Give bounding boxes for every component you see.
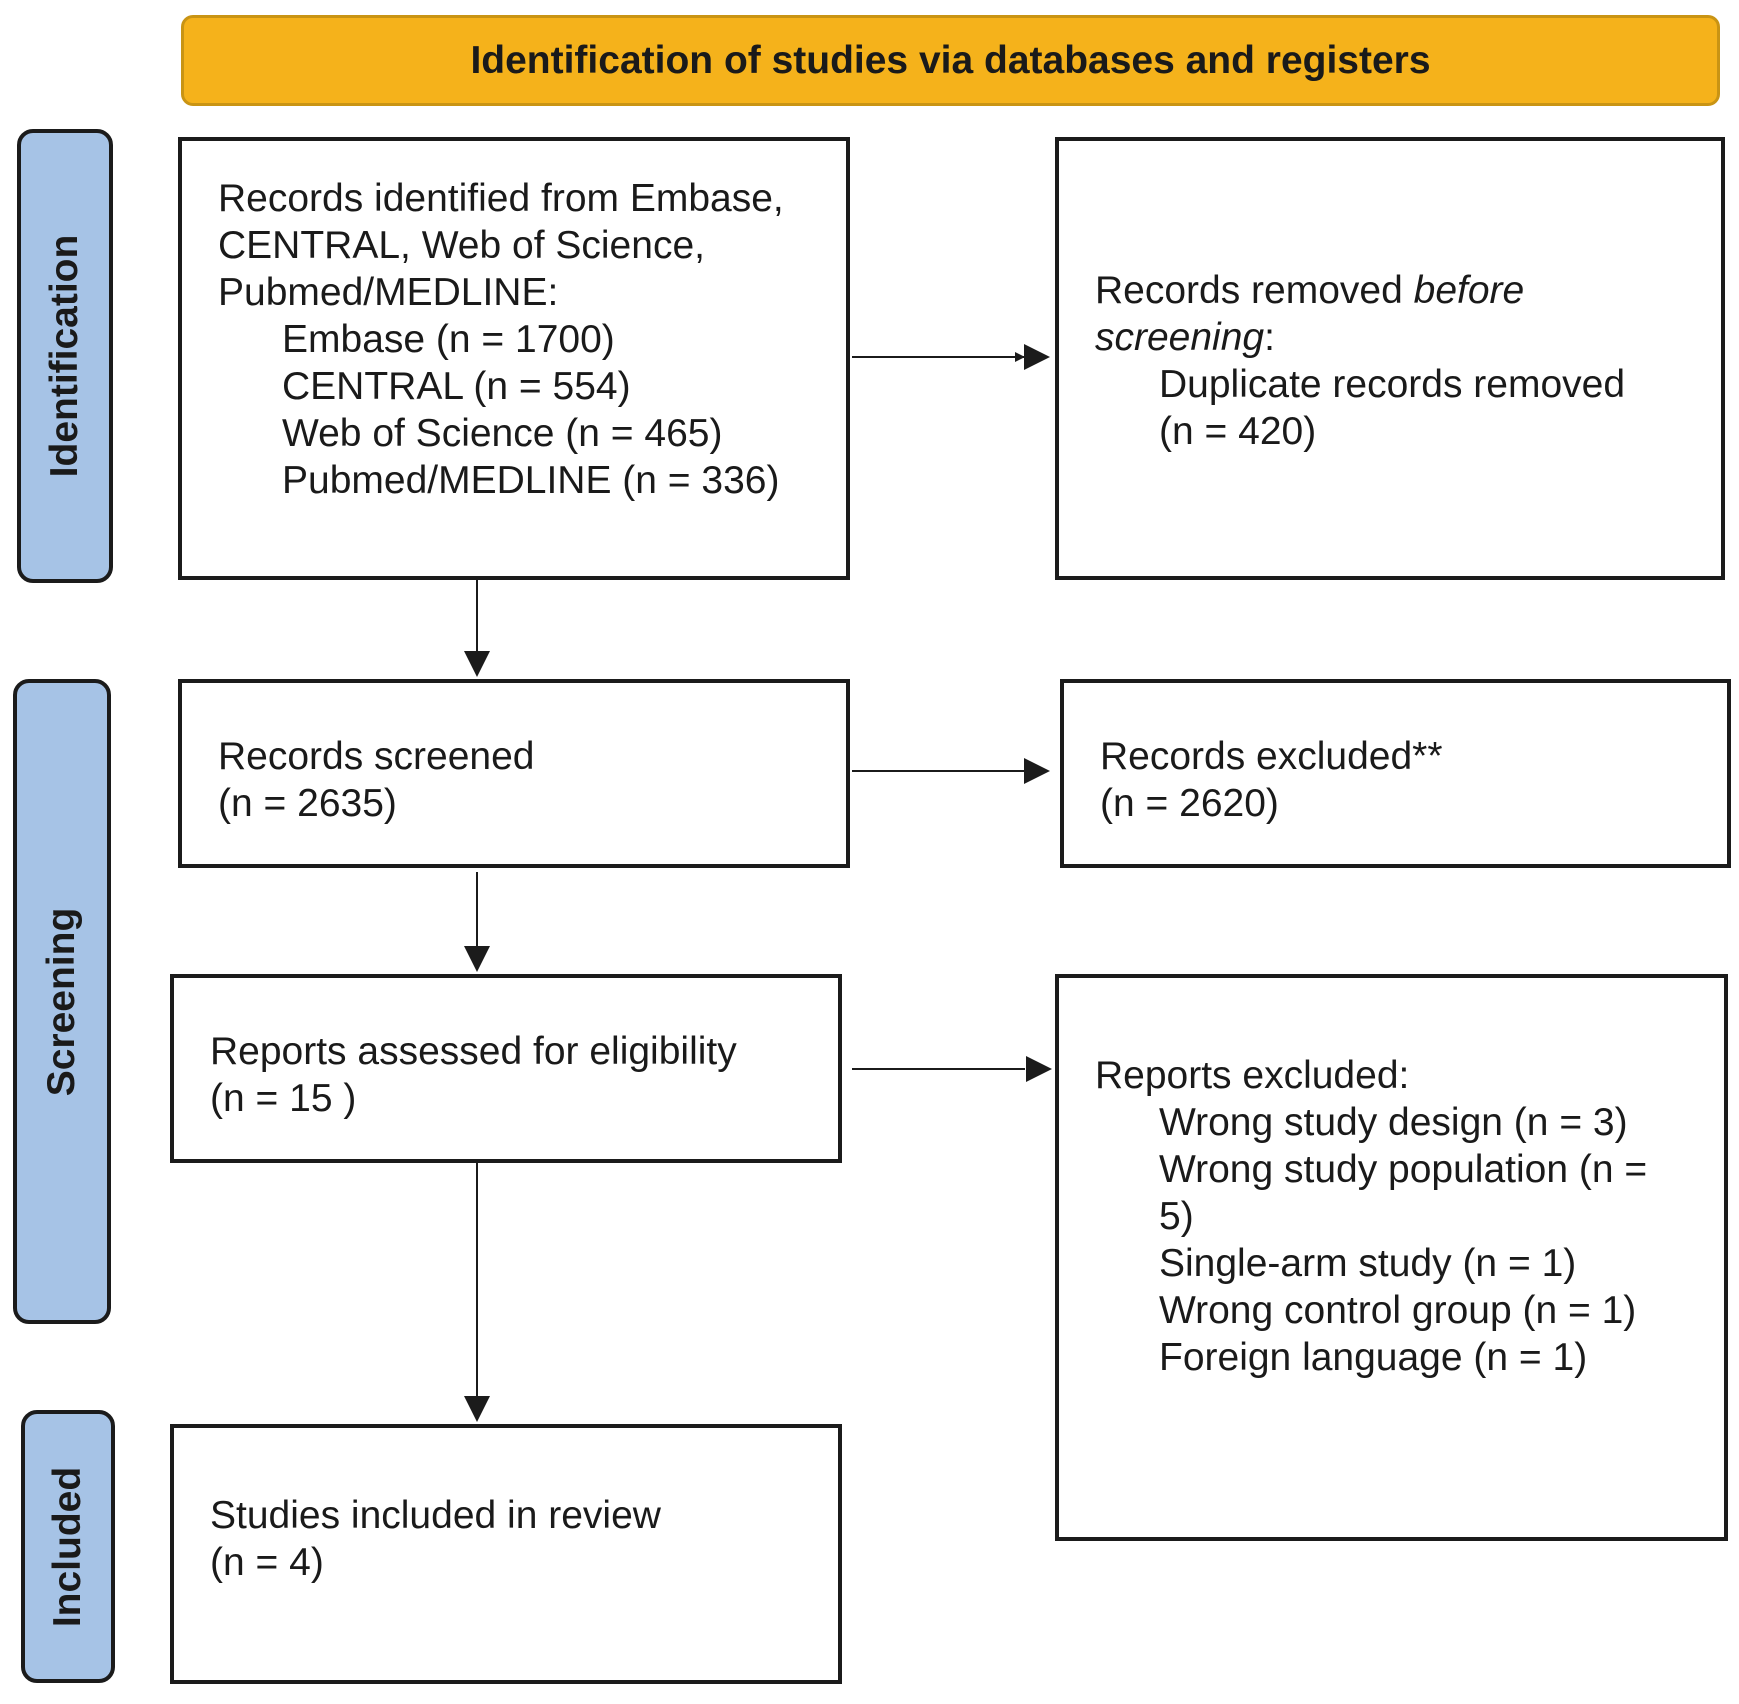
included-label: Studies included in review xyxy=(210,1494,661,1537)
reason-study-population-cont: 5) xyxy=(1159,1195,1194,1238)
studies-included-box: Studies included in review (n = 4) xyxy=(170,1424,842,1684)
source-embase: Embase (n = 1700) xyxy=(282,318,615,361)
source-pubmed: Pubmed/MEDLINE (n = 336) xyxy=(282,459,780,502)
removed-italic-screening: screening xyxy=(1095,316,1265,359)
source-central: CENTRAL (n = 554) xyxy=(282,365,631,408)
identified-line-3: Pubmed/MEDLINE: xyxy=(218,271,559,314)
identified-line-2: CENTRAL, Web of Science, xyxy=(218,224,705,267)
removed-heading-line-2: screening: xyxy=(1095,314,1721,361)
reports-assessed-box: Reports assessed for eligibility (n = 15… xyxy=(170,974,842,1163)
arrowhead-identified-to-screened xyxy=(464,651,490,677)
phase-screening: Screening xyxy=(13,679,111,1324)
arrowhead-identified-to-removed xyxy=(1024,344,1050,370)
reason-control-group: Wrong control group (n = 1) xyxy=(1159,1289,1637,1332)
excluded-label: Records excluded** xyxy=(1100,735,1443,778)
excluded-count: (n = 2620) xyxy=(1100,782,1279,825)
arrowhead-screened-to-excluded xyxy=(1024,758,1050,784)
included-count: (n = 4) xyxy=(210,1541,324,1584)
phase-identification: Identification xyxy=(17,129,113,583)
banner-title: Identification of studies via databases … xyxy=(470,38,1431,82)
records-removed-box: Records removed before screening: Duplic… xyxy=(1055,137,1725,580)
reason-foreign-language: Foreign language (n = 1) xyxy=(1159,1336,1588,1379)
records-screened-box: Records screened (n = 2635) xyxy=(178,679,850,868)
arrowhead-screened-to-assessed xyxy=(464,946,490,972)
removed-italic-before: before xyxy=(1413,269,1525,312)
diagram-banner: Identification of studies via databases … xyxy=(181,15,1720,106)
screened-count: (n = 2635) xyxy=(218,782,397,825)
identified-line-1: Records identified from Embase, xyxy=(218,177,784,220)
removed-heading-line-1: Records removed before xyxy=(1095,267,1721,314)
assessed-label: Reports assessed for eligibility xyxy=(210,1030,737,1073)
reports-excluded-label: Reports excluded: xyxy=(1095,1054,1410,1097)
records-identified-box: Records identified from Embase, CENTRAL,… xyxy=(178,137,850,580)
screened-label: Records screened xyxy=(218,735,535,778)
duplicates-label: Duplicate records removed xyxy=(1159,363,1626,406)
removed-suffix: : xyxy=(1264,316,1275,359)
reason-study-design: Wrong study design (n = 3) xyxy=(1159,1101,1628,1144)
reports-excluded-box: Reports excluded: Wrong study design (n … xyxy=(1055,974,1728,1541)
arrowhead-assessed-to-included xyxy=(464,1396,490,1422)
arrowhead-assessed-to-reports-excluded xyxy=(1026,1056,1052,1082)
reason-study-population: Wrong study population (n = xyxy=(1159,1148,1648,1191)
records-excluded-box: Records excluded** (n = 2620) xyxy=(1060,679,1731,868)
assessed-count: (n = 15 ) xyxy=(210,1077,357,1120)
source-web-of-science: Web of Science (n = 465) xyxy=(282,412,723,455)
phase-included: Included xyxy=(21,1410,115,1683)
reason-single-arm: Single-arm study (n = 1) xyxy=(1159,1242,1577,1285)
duplicates-count: (n = 420) xyxy=(1159,410,1317,453)
removed-prefix: Records removed xyxy=(1095,269,1414,312)
